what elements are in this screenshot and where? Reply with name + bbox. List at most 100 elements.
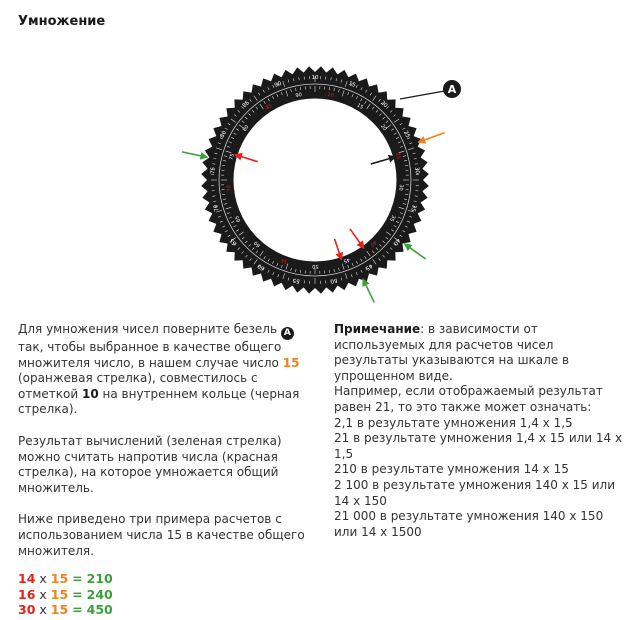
inner-scale-tick bbox=[295, 87, 297, 92]
inner-scale-tick bbox=[399, 146, 403, 148]
inner-scale-tick bbox=[366, 251, 371, 257]
inner-scale-tick bbox=[391, 128, 394, 131]
outer-scale-label: 70 bbox=[213, 203, 221, 212]
inner-scale-tick bbox=[251, 247, 255, 251]
inner-scale-tick bbox=[241, 237, 245, 240]
inner-scale-label: 60 bbox=[253, 239, 262, 248]
inner-scale-tick bbox=[222, 160, 227, 162]
inner-scale-tick bbox=[281, 92, 283, 96]
bezel[interactable]: 1015202530354045505560657075808590101520… bbox=[201, 66, 429, 294]
outer-scale-tick bbox=[267, 87, 270, 91]
example-eq: = bbox=[72, 602, 83, 618]
page-title: Умножение bbox=[18, 14, 106, 29]
inner-scale-tick bbox=[285, 90, 289, 97]
inner-scale-label: 50 bbox=[312, 263, 318, 269]
outer-scale-tick bbox=[394, 237, 400, 242]
example-op: x bbox=[39, 586, 47, 602]
outer-scale-label: 90 bbox=[274, 81, 283, 89]
example-factor: 16 bbox=[18, 586, 36, 602]
inner-scale-tick bbox=[227, 212, 231, 214]
inner-scale-tick bbox=[338, 89, 340, 93]
outer-scale-tick bbox=[412, 205, 416, 208]
inner-scale-tick bbox=[341, 90, 345, 97]
inner-scale-label: 20 bbox=[379, 123, 388, 132]
outer-scale-tick bbox=[213, 200, 217, 202]
outer-scale-tick bbox=[253, 259, 258, 265]
inner-scale-tick bbox=[238, 231, 244, 236]
inner-scale-tick bbox=[276, 94, 279, 97]
inner-scale-tick bbox=[391, 229, 394, 232]
left-column: Для умножения чисел поверните безель A т… bbox=[18, 322, 310, 618]
inner-scale-tick bbox=[375, 247, 379, 251]
inner-scale-tick bbox=[351, 263, 354, 266]
inner-scale-label: 55 bbox=[280, 256, 288, 264]
bezel-a-badge: A bbox=[280, 327, 294, 340]
inner-scale-label: 10 bbox=[327, 92, 334, 99]
outer-scale-tick bbox=[214, 205, 218, 208]
outer-scale-tick bbox=[287, 277, 290, 281]
callout-badge bbox=[443, 80, 461, 98]
bezel-diagram-svg: 1015202530354045505560657075808590101520… bbox=[181, 66, 461, 303]
bezel-inner-opening bbox=[233, 98, 397, 262]
inner-scale-tick bbox=[379, 113, 382, 116]
outer-scale-tick bbox=[213, 158, 217, 160]
note-text: : в зависимости от используемых для расч… bbox=[334, 322, 570, 383]
red-arrow bbox=[333, 238, 344, 261]
inner-scale-tick bbox=[233, 225, 237, 228]
outer-scale-tick bbox=[215, 147, 222, 151]
example-op: x bbox=[39, 602, 47, 618]
inner-scale-tick bbox=[236, 229, 239, 232]
inner-scale-label: 30 bbox=[397, 184, 404, 191]
inner-scale-label: 75 bbox=[228, 153, 235, 161]
outer-scale-tick bbox=[340, 79, 343, 83]
example-factor: 14 bbox=[18, 571, 36, 587]
outer-scale-tick bbox=[360, 87, 363, 91]
inner-scale-tick bbox=[393, 225, 397, 228]
outer-scale-tick bbox=[230, 118, 236, 123]
outer-scale-tick bbox=[222, 132, 226, 135]
inner-scale-tick bbox=[364, 256, 367, 259]
inner-scale-tick bbox=[403, 198, 408, 200]
outer-scale-tick bbox=[408, 147, 415, 151]
inner-scale-tick bbox=[385, 120, 389, 123]
outer-scale-label: 35 bbox=[409, 204, 417, 213]
outer-scale-tick bbox=[340, 277, 343, 281]
result-paragraph: Результат вычислений (зеленая стрелка) м… bbox=[18, 433, 282, 495]
outer-scale-tick bbox=[214, 152, 218, 155]
outer-scale-tick bbox=[219, 137, 223, 140]
inner-scale-tick bbox=[224, 203, 228, 205]
inner-scale-tick bbox=[395, 221, 399, 223]
inner-scale-tick bbox=[238, 124, 244, 129]
outer-scale-tick bbox=[369, 264, 372, 268]
outer-scale-tick bbox=[413, 158, 417, 160]
outer-scale-tick bbox=[402, 230, 406, 233]
outer-scale-tick bbox=[355, 84, 358, 88]
callout-letter: A bbox=[448, 83, 457, 96]
outer-scale-tick bbox=[224, 230, 228, 233]
inner-scale-tick bbox=[231, 137, 235, 139]
outer-scale-tick bbox=[258, 92, 261, 96]
inner-scale-tick bbox=[259, 251, 264, 257]
inner-scale-tick bbox=[366, 103, 371, 109]
outer-scale-tick bbox=[233, 243, 237, 246]
outer-scale-tick bbox=[413, 200, 417, 202]
inner-scale-tick bbox=[272, 96, 274, 100]
inner-scale-tick bbox=[379, 244, 382, 247]
outer-scale-label: 25 bbox=[402, 130, 411, 139]
indicator-arrows bbox=[181, 131, 445, 303]
outer-scale-tick bbox=[287, 79, 290, 83]
inner-scale-tick bbox=[267, 258, 270, 262]
mark-ten: 10 bbox=[81, 386, 99, 401]
outer-scale-label: 15 bbox=[347, 81, 356, 89]
inner-scale-tick bbox=[255, 106, 258, 110]
note-label: Примечание bbox=[334, 322, 421, 336]
outer-scale-tick bbox=[389, 247, 393, 250]
inner-scale-tick bbox=[360, 98, 363, 102]
callout-line bbox=[399, 89, 451, 100]
red-arrow bbox=[349, 228, 365, 250]
example-result: 210 bbox=[86, 571, 113, 587]
example-result: 240 bbox=[86, 586, 113, 602]
inner-scale-tick bbox=[347, 264, 349, 268]
green-arrow bbox=[403, 243, 427, 260]
inner-scale-tick bbox=[290, 267, 292, 271]
